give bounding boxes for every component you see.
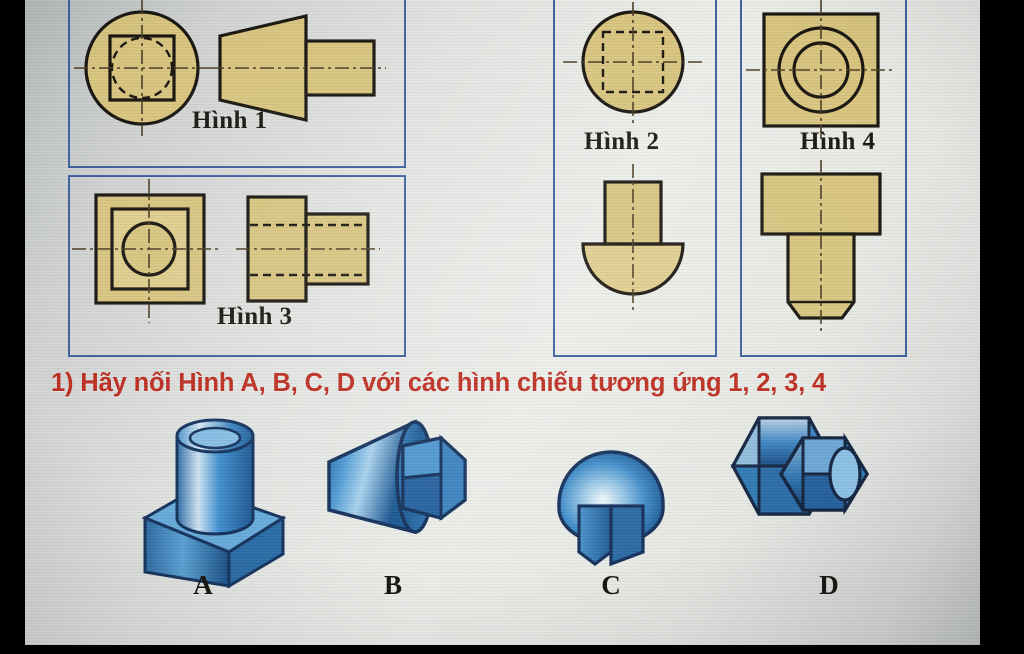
object-a: A <box>133 400 308 600</box>
hinh2-drawing <box>563 2 703 314</box>
hinh4-label: Hình 4 <box>800 128 876 155</box>
hinh3-drawing <box>72 179 380 323</box>
projection-panel-hinh4: Hình 4 <box>740 0 907 357</box>
object-d-drawing <box>730 416 870 516</box>
object-a-drawing <box>141 418 287 589</box>
projection-panel-hinh2: Hình 2 <box>553 0 717 357</box>
hinh1-label: Hình 1 <box>192 107 268 134</box>
slide-surface: Hình 1 Hình 3 <box>25 0 980 645</box>
question-text: 1) Hãy nối Hình A, B, C, D với các hình … <box>51 369 827 397</box>
hinh4-drawing <box>746 0 896 334</box>
object-d-label: D <box>819 570 839 600</box>
object-c: C <box>543 412 708 600</box>
object-c-label: C <box>601 570 621 600</box>
hinh3-label: Hình 3 <box>217 303 293 330</box>
object-a-label: A <box>193 570 213 600</box>
object-b-drawing <box>327 419 467 535</box>
hinh1-drawing <box>74 0 386 136</box>
object-b: B <box>305 410 490 600</box>
object-d: D <box>717 412 892 600</box>
hinh2-label: Hình 2 <box>584 128 660 155</box>
projection-panel-hinh3: Hình 3 <box>68 175 406 357</box>
object-b-label: B <box>383 570 402 600</box>
object-c-drawing <box>557 450 665 567</box>
projection-panel-hinh1: Hình 1 <box>68 0 406 168</box>
